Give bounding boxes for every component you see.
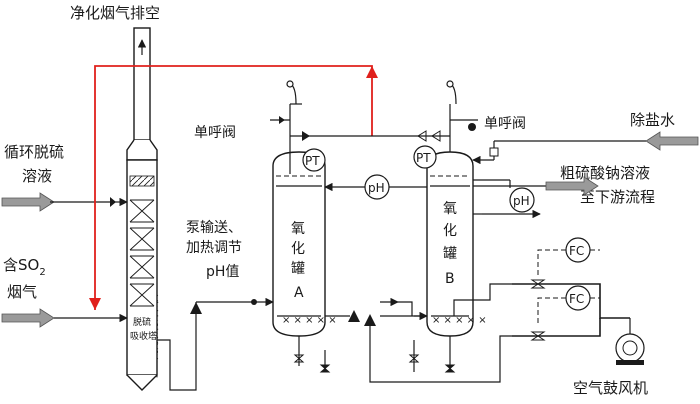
air-header-top	[512, 283, 630, 319]
tank-a-shell	[272, 151, 326, 337]
absorber-label-1: 脱硫	[133, 316, 151, 328]
transfer-up-arrow	[348, 310, 360, 322]
pump-note-1: 泵输送、	[186, 220, 242, 236]
oxidation-tank-b: 氧 化 罐 B × × × × ×	[426, 151, 487, 337]
fc-bottom-signal	[537, 297, 566, 326]
tank-a-gooseneck-cap	[286, 80, 294, 88]
ph-analyzer-mid: pH	[324, 174, 427, 200]
pressure-transmitter-a: PT	[289, 148, 326, 174]
so2-gas-label-2: 烟气	[7, 283, 37, 301]
tank-b-drain-valve-2	[408, 354, 420, 363]
demin-water-label: 除盐水	[630, 111, 675, 129]
fc-bottom-text: FC	[569, 292, 584, 306]
product-label-1: 粗硫酸钠溶液	[560, 164, 650, 182]
fc-top-signal	[537, 249, 566, 276]
tank-a-label-1: 氧	[291, 221, 305, 237]
tank-b-shell	[426, 151, 474, 337]
absorber-taper	[126, 139, 158, 161]
absorber-outlet-line	[157, 302, 197, 391]
pt-a-text: PT	[305, 154, 320, 168]
tank-b-drain-valve	[444, 364, 456, 373]
tank-a-sparger: × × × × ×	[282, 315, 337, 326]
tank-b-label-1: 氧	[443, 201, 457, 217]
absorber-bottom	[126, 374, 158, 391]
feed-up-arrow	[190, 302, 202, 314]
header-check-valve-a	[302, 131, 310, 141]
top-piping	[270, 80, 478, 152]
recycle-check-valve	[110, 197, 116, 207]
recycle-liquid-feed-arrow	[1, 192, 55, 212]
blower-base	[616, 360, 644, 365]
tank-a-label-2: 化	[291, 241, 305, 257]
fc-top-text: FC	[569, 244, 584, 258]
air-to-tank-a	[369, 316, 512, 383]
blower-label: 空气鼓风机	[573, 379, 648, 397]
product-label-2: 至下游流程	[580, 188, 655, 206]
blower-casing	[615, 333, 645, 363]
demin-water-feed-arrow	[645, 131, 699, 151]
tank-a-label-3: 罐	[291, 261, 305, 277]
vent-up-arrow	[366, 66, 378, 78]
tank-a-drain-valve	[293, 354, 305, 363]
absorber-label-2: 吸收塔	[130, 330, 157, 342]
drain-valves	[293, 336, 456, 373]
air-to-tank-b	[453, 283, 512, 316]
breather-valve-right-label: 单呼阀	[484, 116, 526, 132]
tank-b-label-3: 罐	[443, 246, 457, 262]
tank-b-gooseneck-cap	[446, 80, 454, 88]
breather-valve-right-icon	[468, 123, 476, 131]
demin-water-valve	[489, 147, 499, 157]
air-control-valve-a	[530, 279, 546, 289]
pump-note-3: pH值	[206, 264, 239, 280]
ph-right-text: pH	[513, 194, 530, 208]
pressure-transmitter-b: PT	[413, 145, 437, 169]
air-up-arrow-a	[364, 314, 376, 326]
oxidation-tank-a: 氧 化 罐 A × × × × ×	[272, 151, 337, 337]
recycle-liquid-label-2: 溶液	[22, 167, 52, 185]
flow-controller-top: FC	[537, 237, 600, 276]
pump-note-2: 加热调节	[186, 240, 242, 256]
vent-down-arrow	[89, 298, 101, 310]
tank-a-label-4: A	[294, 285, 304, 301]
blower-rotor	[622, 340, 638, 356]
pt-b-text: PT	[416, 151, 431, 165]
product-feed-arrow	[545, 176, 599, 196]
tank-a-drain-valve-2	[319, 364, 331, 373]
so2-gas-label-1: 含SO2	[3, 256, 46, 278]
header-check-valve-b	[417, 130, 427, 142]
air-control-valve-b	[530, 331, 546, 341]
tank-b-sparger: × × × × ×	[432, 315, 487, 326]
vent-gas-return-line	[94, 65, 373, 310]
air-header-bottom	[512, 318, 601, 337]
tank-b-label-2: 化	[443, 223, 457, 239]
feed-valve	[251, 299, 257, 305]
breather-valve-left-label: 单呼阀	[194, 125, 236, 141]
recycle-liquid-label-1: 循环脱硫	[4, 143, 64, 161]
ph-analyzer-right: pH	[509, 187, 535, 213]
flow-controller-bottom: FC	[537, 285, 600, 326]
header-check-valve-c	[431, 130, 441, 142]
exhaust-label: 净化烟气排空	[70, 4, 160, 22]
absorber-demister	[129, 175, 155, 187]
so2-gas-feed-arrow	[1, 308, 55, 328]
air-blower	[615, 318, 645, 365]
ph-mid-text: pH	[368, 181, 385, 195]
tank-b-label-4: B	[445, 271, 455, 287]
absorber-tower: 脱硫 吸收塔	[126, 27, 158, 391]
absorber-packing	[129, 199, 155, 307]
